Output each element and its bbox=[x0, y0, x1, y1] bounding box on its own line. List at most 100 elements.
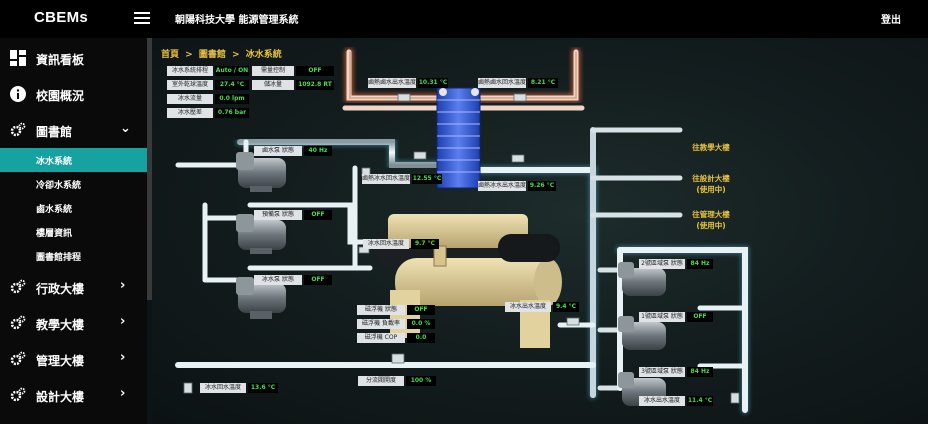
info-value: 1092.8 RT bbox=[296, 80, 334, 90]
reading-label: 鹵熱冰水回水溫度 bbox=[362, 174, 411, 184]
reading-label: 2號區域泵 狀態 bbox=[639, 259, 685, 269]
brand-logo[interactable]: CBEMs bbox=[34, 9, 89, 26]
sidebar-item-library[interactable]: 圖書館 ⌄ bbox=[0, 112, 147, 148]
sidebar-item-admin[interactable]: 行政大樓 › bbox=[0, 269, 147, 305]
info-label: 室外乾球溫度 bbox=[167, 80, 213, 90]
reading-value: 0.0 bbox=[407, 333, 435, 343]
reading-label: 分流閥開度 bbox=[358, 376, 404, 386]
sidebar-sub-chilled-water[interactable]: 冰水系統 bbox=[0, 148, 147, 172]
sidebar-item-teaching[interactable]: 教學大樓 › bbox=[0, 305, 147, 341]
sidebar-item-design[interactable]: 設計大樓 › bbox=[0, 377, 147, 413]
sidebar-sub-label: 圖書館排程 bbox=[36, 253, 82, 263]
reading-value: OFF bbox=[304, 275, 332, 285]
reading-value: 0.0 % bbox=[407, 319, 435, 329]
sidebar-item-label: 圖書館 bbox=[36, 125, 73, 139]
gears-icon bbox=[10, 279, 26, 294]
reading-label: 磁浮機 狀態 bbox=[357, 305, 405, 315]
pump-motor bbox=[618, 316, 666, 350]
reading-value: 100 % bbox=[406, 376, 436, 386]
sidebar: 資訊看板 校園概況 圖書館 ⌄ 冰水系統 冷卻水系統 鹵水系統 樓層資訊 圖書館… bbox=[0, 38, 147, 424]
reading-label: 鹵熱鹵水出水溫度 bbox=[368, 78, 417, 88]
building-name: 往教學大樓 bbox=[692, 143, 730, 152]
chilled-water-pipes bbox=[174, 127, 749, 419]
reading-value: 84 Hz bbox=[687, 367, 713, 377]
sidebar-item-label: 行政大樓 bbox=[36, 282, 85, 296]
sidebar-item-label: 校園概況 bbox=[36, 89, 85, 103]
logout-link[interactable]: 登出 bbox=[881, 15, 901, 26]
reading-label: 鹵熱冰水出水溫度 bbox=[478, 181, 527, 191]
building-status: (使用中) bbox=[696, 185, 726, 194]
sidebar-sub-cooling-water[interactable]: 冷卻水系統 bbox=[0, 172, 147, 196]
chevron-down-icon: ⌄ bbox=[120, 121, 131, 136]
info-value: Auto / ON bbox=[215, 66, 249, 76]
breadcrumb-home[interactable]: 首頁 bbox=[161, 50, 180, 60]
sidebar-item-label: 設計大樓 bbox=[36, 390, 85, 404]
reading-value: 12.55 °C bbox=[412, 174, 442, 184]
reading-label: 磁浮機 負載率 bbox=[357, 319, 405, 329]
gears-icon bbox=[10, 315, 26, 330]
reading-label: 3號區域泵 狀態 bbox=[639, 367, 685, 377]
sidebar-sub-brine[interactable]: 鹵水系統 bbox=[0, 196, 147, 220]
heat-exchanger bbox=[436, 87, 481, 189]
info-label: 冰水系統排程 bbox=[167, 66, 213, 76]
reading-value: 84 Hz bbox=[687, 259, 713, 269]
info-value: 0.0 lpm bbox=[215, 94, 249, 104]
sidebar-sub-schedule[interactable]: 圖書館排程 bbox=[0, 244, 147, 268]
reading-value: 11.4 °C bbox=[687, 396, 713, 406]
chevron-right-icon: › bbox=[120, 386, 126, 401]
sidebar-scrollbar[interactable] bbox=[147, 38, 152, 300]
dashboard-icon bbox=[10, 50, 26, 66]
reading-label: 鹵熱鹵水回水溫度 bbox=[478, 78, 527, 88]
reading-value: OFF bbox=[687, 312, 713, 322]
reading-label: 冰水出水溫度 bbox=[639, 396, 685, 406]
reading-value: 8.21 °C bbox=[528, 78, 558, 88]
info-value: OFF bbox=[296, 66, 334, 76]
breadcrumb-sep: > bbox=[185, 50, 193, 60]
sidebar-item-dashboard[interactable]: 資訊看板 bbox=[0, 40, 147, 76]
chevron-right-icon: › bbox=[120, 278, 126, 293]
breadcrumb-current: 冰水系統 bbox=[245, 50, 282, 60]
building-name: 往設計大樓 bbox=[692, 174, 730, 183]
pump-motor bbox=[236, 214, 286, 254]
info-value: 27.4 °C bbox=[215, 80, 249, 90]
building-name: 往管理大樓 bbox=[692, 210, 730, 219]
info-icon bbox=[10, 86, 26, 102]
sidebar-sub-floor-info[interactable]: 樓層資訊 bbox=[0, 220, 147, 244]
reading-value: 9.7 °C bbox=[411, 239, 439, 249]
gears-icon bbox=[10, 351, 26, 366]
sidebar-item-label: 資訊看板 bbox=[36, 53, 85, 67]
breadcrumb-sep: > bbox=[232, 50, 240, 60]
info-label: 儲冰量 bbox=[252, 80, 294, 90]
magnetic-chiller bbox=[376, 214, 562, 348]
reading-value: 9.26 °C bbox=[528, 181, 556, 191]
breadcrumb-library[interactable]: 圖書館 bbox=[198, 50, 226, 60]
sidebar-item-campus[interactable]: 校園概況 bbox=[0, 76, 147, 112]
info-label: 冰水壓差 bbox=[167, 108, 213, 118]
building-status: (使用中) bbox=[696, 221, 726, 230]
valve-gauges bbox=[183, 93, 740, 404]
reading-label: 冰水回水溫度 bbox=[200, 383, 246, 393]
reading-label: 預備泵 狀態 bbox=[254, 210, 302, 220]
reading-value: 13.6 °C bbox=[248, 383, 278, 393]
hamburger-menu-icon[interactable] bbox=[134, 12, 150, 24]
sidebar-item-label: 管理大樓 bbox=[36, 354, 85, 368]
sidebar-sub-label: 樓層資訊 bbox=[36, 229, 73, 239]
top-bar: CBEMs 朝陽科技大學 能源管理系統 登出 bbox=[0, 0, 928, 38]
pump-motor bbox=[618, 262, 666, 296]
reading-label: 冰水出水溫度 bbox=[505, 302, 551, 312]
reading-label: 1號區域泵 狀態 bbox=[639, 312, 685, 322]
info-value: 0.76 bar bbox=[215, 108, 249, 118]
reading-label: 冰水回水溫度 bbox=[363, 239, 409, 249]
sidebar-item-management[interactable]: 管理大樓 › bbox=[0, 341, 147, 377]
pump-motor bbox=[236, 152, 286, 192]
breadcrumb: 首頁 > 圖書館 > 冰水系統 bbox=[161, 47, 282, 60]
building-destination: 往教學大樓 bbox=[684, 142, 738, 153]
gears-icon bbox=[10, 122, 26, 137]
reading-label: 冰水泵 狀態 bbox=[254, 275, 302, 285]
sidebar-sub-label: 鹵水系統 bbox=[36, 205, 73, 215]
reading-label: 鹵水泵 狀態 bbox=[254, 146, 302, 156]
sidebar-sub-label: 冷卻水系統 bbox=[36, 181, 82, 191]
reading-value: 40 Hz bbox=[304, 146, 332, 156]
building-destination: 往管理大樓 (使用中) bbox=[684, 209, 738, 231]
chevron-right-icon: › bbox=[120, 350, 126, 365]
